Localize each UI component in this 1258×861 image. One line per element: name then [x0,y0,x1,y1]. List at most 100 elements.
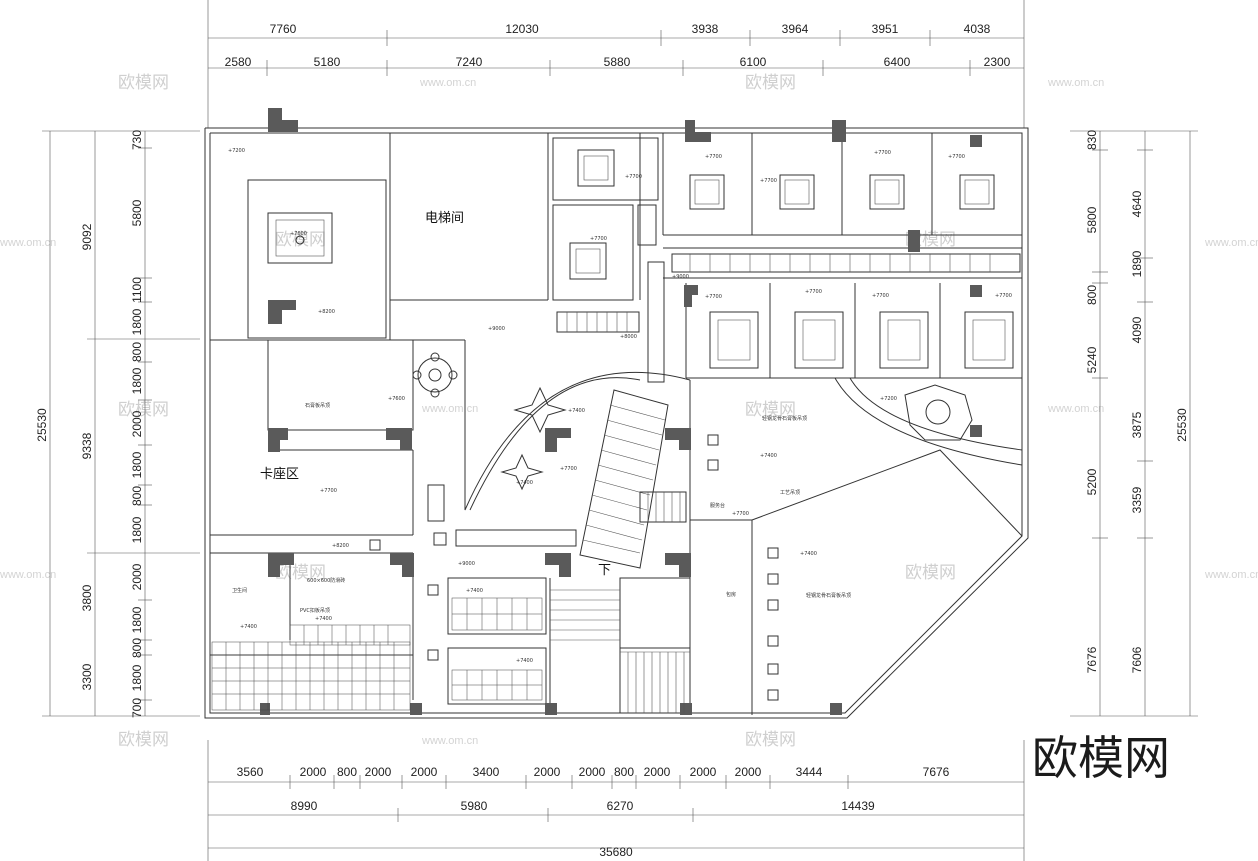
dim-left-in-14: 1800 [130,664,144,691]
top-dimension-texts: 7760 12030 3938 3964 3951 4038 2580 5180… [225,22,1011,69]
dim-left-outer-1: 9092 [80,223,94,250]
ann-25: PVC扣板吊顶 [300,607,330,614]
bottom-dimension-texts: 3560 2000 800 2000 2000 3400 2000 2000 8… [237,765,950,859]
dim-right-3: 5800 [1085,206,1099,233]
ann-32: 轻钢龙骨石膏板吊顶 [806,592,851,599]
ann-22: +8200 [332,543,349,549]
watermark-url: www.om.cn [1047,77,1104,89]
dim-bottom-10: 2000 [644,765,671,779]
dim-left-in-15: 700 [130,698,144,718]
ann-40: 卫生间 [232,587,247,594]
right-dimension-texts: 25530 830 4640 5800 1890 800 4090 5240 3… [1085,130,1189,674]
ann-14: +7700 [995,293,1012,299]
dim-left-b: 3300 [80,663,94,690]
dim-bottom-11: 2000 [690,765,717,779]
dim-bottom-5: 2000 [411,765,438,779]
watermark-text: 欧模网 [745,730,796,750]
ann-11: +7700 [705,294,722,300]
dim-top-6: 4038 [964,22,991,36]
dim-top2-4: 5880 [604,55,631,69]
watermark-text: 欧模网 [275,230,326,250]
dim-top2-2: 5180 [314,55,341,69]
watermark-url: www.om.cn [421,403,478,415]
dim-right-7: 5240 [1085,346,1099,373]
ann-1: +7200 [228,148,245,154]
dim-top-3: 3938 [692,22,719,36]
dim-right-12: 7606 [1130,646,1144,673]
dim-left-in-7: 2000 [130,410,144,437]
dim-left-in-8: 1800 [130,451,144,478]
label-elevator: 电梯间 [425,211,464,226]
dim-bottom-total: 35680 [599,845,633,859]
dim-left-a: 3800 [80,584,94,611]
ann-28: +7400 [466,588,483,594]
ann-17: +7600 [388,396,405,402]
watermark-text: 欧模网 [905,563,956,583]
dim-top-1: 7760 [270,22,297,36]
ann-29: +7400 [516,658,533,664]
dim-bottom-7: 2000 [534,765,561,779]
dim-right-10: 3359 [1130,486,1144,513]
ann-39: 服务台 [710,502,725,509]
dim-left-in-9: 800 [130,486,144,506]
dim-left-total: 25530 [35,408,49,442]
dim-left-in-10: 1800 [130,516,144,543]
dim-top2-3: 7240 [456,55,483,69]
ann-33: 轻钢龙骨石膏板吊顶 [762,415,807,422]
brand-logo-text: 欧模网 [1032,731,1170,785]
ann-3: +8200 [318,309,335,315]
ann-2: +7600 [290,231,307,237]
watermark-url: www.om.cn [0,569,56,581]
dim-left-in-4: 1800 [130,308,144,335]
watermark-url: www.om.cn [1204,569,1258,581]
dim-bottom2-4: 14439 [841,799,875,813]
ann-18: +7400 [568,408,585,414]
ann-15: +8000 [620,334,637,340]
building-outline [204,127,1029,719]
dim-right-9: 5200 [1085,468,1099,495]
ann-37: +7400 [800,551,817,557]
dim-right-1: 830 [1085,130,1099,150]
dim-left-in-12: 1800 [130,606,144,633]
dim-bottom-9: 800 [614,765,634,779]
watermark-text: 欧模网 [118,73,169,93]
ann-23: +9000 [458,561,475,567]
dim-top-2: 12030 [505,22,539,36]
ann-38: 包房 [726,591,736,598]
ann-20: +7400 [516,480,533,486]
dim-bottom2-3: 6270 [607,799,634,813]
dim-top-5: 3951 [872,22,899,36]
dim-bottom-4: 2000 [365,765,392,779]
ann-10: +7700 [948,154,965,160]
dim-left-in-13: 800 [130,638,144,658]
ann-30: 石膏板吊顶 [305,402,330,409]
dim-top2-5: 6100 [740,55,767,69]
ann-9: +7700 [874,150,891,156]
watermark-url: www.om.cn [1204,237,1258,249]
structural-columns [260,108,982,715]
dim-right-2: 4640 [1130,190,1144,217]
watermark-text: 欧模网 [275,563,326,583]
dim-left-in-11: 2000 [130,563,144,590]
watermark-text: 欧模网 [745,73,796,93]
corridor-screens [427,204,1021,547]
watermark-text: 欧模网 [118,400,169,420]
dim-top2-1: 2580 [225,55,252,69]
dim-right-6: 4090 [1130,316,1144,343]
ann-7: +7700 [705,154,722,160]
watermark-text: 欧模网 [745,400,796,420]
ann-26: +7400 [315,616,332,622]
dim-right-4: 1890 [1130,250,1144,277]
ann-13: +7700 [872,293,889,299]
room-labels: 电梯间 卡座区 下 [260,211,611,578]
ann-8: +7700 [760,178,777,184]
ann-34: +7200 [880,396,897,402]
dim-bottom-13: 3444 [796,765,823,779]
ann-27: +7400 [240,624,257,630]
dim-right-total: 25530 [1175,408,1189,442]
watermark-url: www.om.cn [0,237,56,249]
ceiling-fixtures [211,149,1014,711]
dim-right-8: 3875 [1130,411,1144,438]
staircase [550,389,690,713]
dim-right-11: 7676 [1085,646,1099,673]
